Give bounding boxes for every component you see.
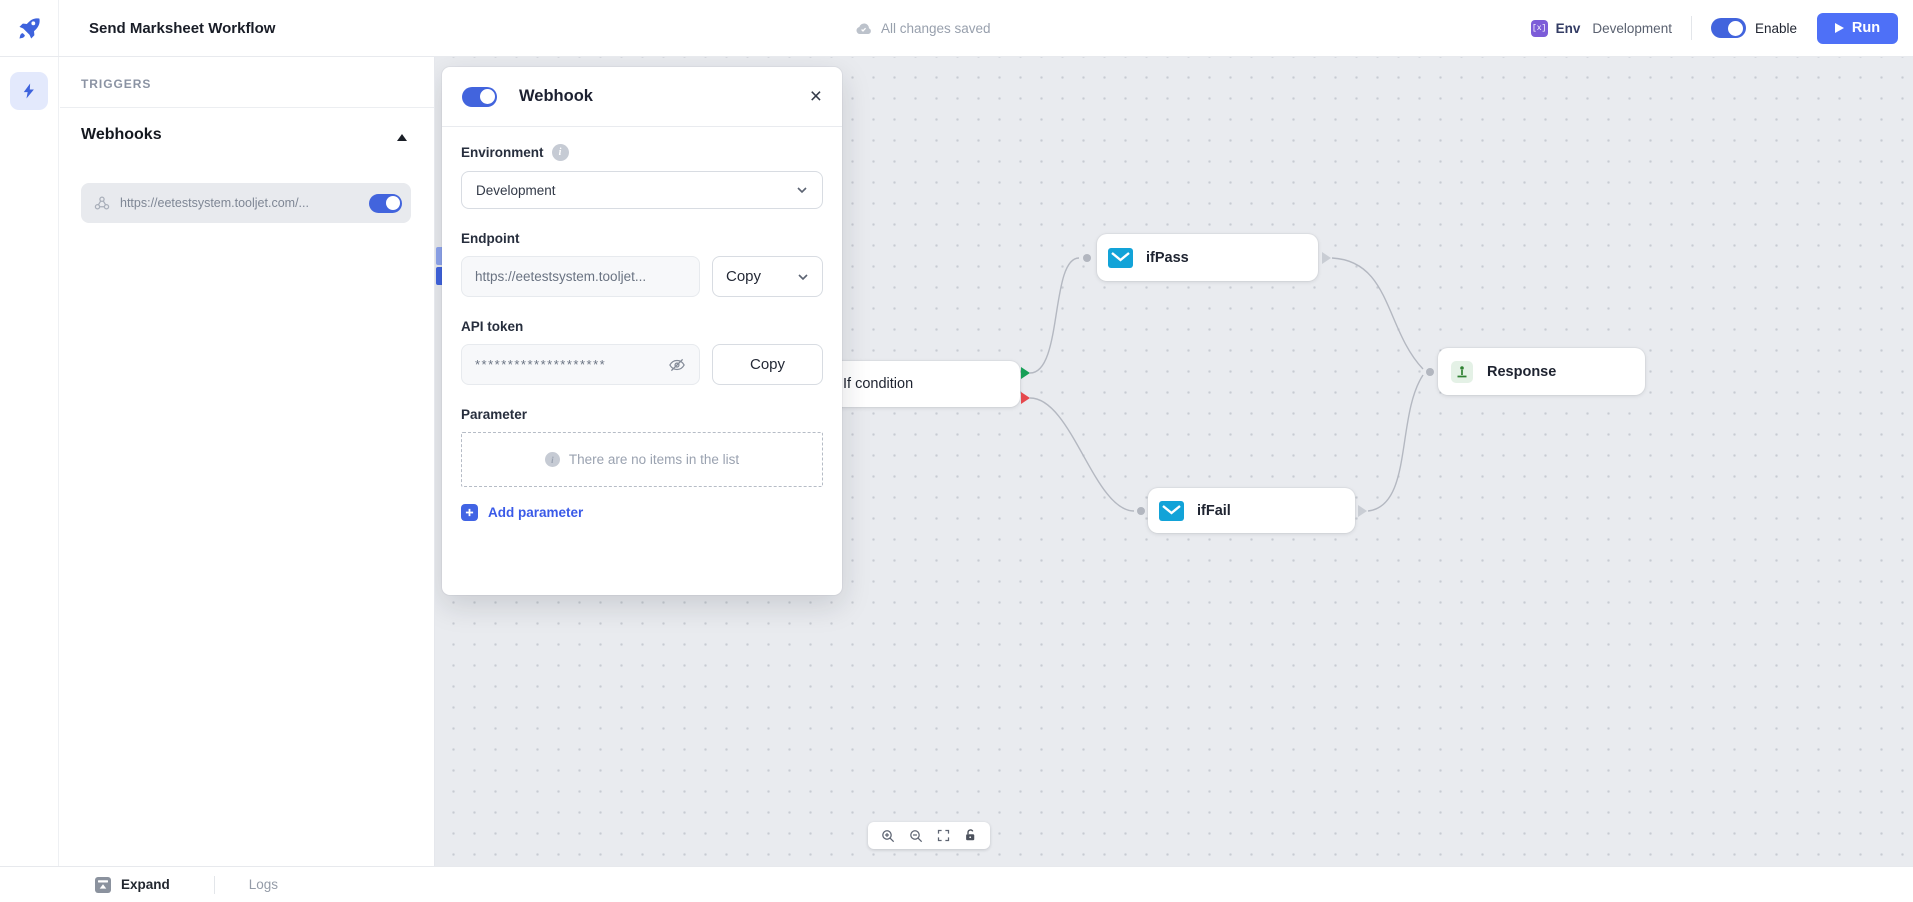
enable-label: Enable <box>1754 20 1797 36</box>
chevron-down-icon <box>797 187 807 194</box>
endpoint-copy-dropdown[interactable]: Copy <box>712 256 823 297</box>
endpoint-label: Endpoint <box>461 231 520 246</box>
output-handle-false-icon[interactable] <box>1021 392 1030 404</box>
rocket-icon <box>18 17 40 39</box>
parameter-label: Parameter <box>461 407 528 422</box>
add-parameter-button[interactable]: Add parameter <box>461 504 583 521</box>
hidden-webhook-node-sliver <box>436 247 444 265</box>
endpoint-value-field[interactable]: https://eetestsystem.tooljet... <box>461 256 700 297</box>
mail-icon <box>1159 500 1184 521</box>
logs-tab[interactable]: Logs <box>248 877 279 892</box>
endpoint-label-row: Endpoint <box>461 231 823 246</box>
api-token-masked-value: ******************** <box>475 357 607 372</box>
webhook-enable-toggle[interactable] <box>462 86 497 107</box>
api-token-label-row: API token <box>461 319 823 334</box>
add-parameter-label: Add parameter <box>488 505 584 520</box>
webhook-config-panel: Webhook × Environment i Development Endp… <box>442 67 842 595</box>
zoom-out-icon[interactable] <box>908 828 924 844</box>
top-bar: Send Marksheet Workflow All changes save… <box>0 0 1913 57</box>
save-status-text: All changes saved <box>881 20 991 36</box>
close-icon[interactable]: × <box>809 85 822 108</box>
page-title: Send Marksheet Workflow <box>89 19 276 37</box>
info-icon: i <box>544 452 560 467</box>
triggers-sidebar: TRIGGERS Webhooks https://eetestsystem.t… <box>60 57 435 866</box>
input-handle[interactable] <box>1137 507 1145 515</box>
lightning-icon <box>23 83 34 99</box>
node-response[interactable]: Response <box>1438 348 1645 395</box>
empty-list-text: There are no items in the list <box>568 452 740 467</box>
webhook-list-item[interactable]: https://eetestsystem.tooljet.com/... <box>81 183 411 223</box>
api-token-label: API token <box>461 319 524 334</box>
copy-label: Copy <box>749 356 786 373</box>
input-handle[interactable] <box>1083 254 1091 262</box>
zoom-in-icon[interactable] <box>880 828 896 844</box>
info-icon: i <box>551 144 569 161</box>
panel-title: Webhook <box>519 87 593 105</box>
output-handle-true-icon[interactable] <box>1021 367 1030 379</box>
output-handle[interactable] <box>1322 252 1331 264</box>
expand-button[interactable]: Expand <box>95 876 170 893</box>
node-label: ifPass <box>1146 249 1189 266</box>
chevron-down-icon <box>798 273 808 280</box>
play-icon <box>1834 23 1844 33</box>
output-handle[interactable] <box>1358 505 1367 517</box>
environment-selected-value: Development <box>476 182 556 198</box>
api-token-copy-button[interactable]: Copy <box>712 344 823 385</box>
input-handle[interactable] <box>1426 368 1434 376</box>
run-button[interactable]: Run <box>1817 12 1898 44</box>
env-icon: [x] <box>1530 19 1548 37</box>
expand-icon <box>95 876 111 893</box>
divider <box>60 107 434 108</box>
env-value[interactable]: Development <box>1592 20 1672 36</box>
parameter-empty-list: i There are no items in the list <box>461 432 823 487</box>
collapse-icon[interactable] <box>397 134 407 141</box>
webhook-icon <box>94 196 110 210</box>
environment-label: Environment <box>461 145 544 160</box>
divider <box>1690 16 1692 40</box>
node-ifpass[interactable]: ifPass <box>1097 234 1318 281</box>
node-label: If condition <box>843 376 914 392</box>
environment-label-row: Environment i <box>461 144 823 161</box>
canvas-controls <box>868 822 990 849</box>
app-logo[interactable] <box>0 0 59 56</box>
divider <box>213 875 215 894</box>
env-label: Env <box>1555 20 1581 36</box>
enable-toggle[interactable] <box>1710 18 1746 38</box>
cloud-saved-icon <box>856 23 871 35</box>
webhook-panel-header: Webhook × <box>442 67 842 127</box>
environment-select[interactable]: Development <box>461 171 823 209</box>
response-icon <box>1451 360 1473 383</box>
node-label: Response <box>1487 363 1557 380</box>
lock-icon[interactable] <box>963 828 978 843</box>
run-label: Run <box>1851 20 1881 36</box>
eye-off-icon[interactable] <box>668 356 686 374</box>
sidebar-section-title: TRIGGERS <box>81 77 152 91</box>
webhooks-group-title: Webhooks <box>81 126 162 143</box>
triggers-rail-button[interactable] <box>10 72 48 110</box>
plus-icon <box>461 504 478 521</box>
node-label: ifFail <box>1197 502 1231 519</box>
parameter-label-row: Parameter <box>461 407 823 422</box>
left-rail <box>0 57 59 866</box>
save-status: All changes saved <box>855 0 991 56</box>
bottom-bar: Expand Logs <box>0 866 1913 902</box>
copy-label: Copy <box>726 268 762 285</box>
fit-view-icon[interactable] <box>936 828 951 843</box>
api-token-field[interactable]: ******************** <box>461 344 700 385</box>
mail-icon <box>1108 247 1133 268</box>
expand-label: Expand <box>121 877 170 892</box>
webhook-item-toggle[interactable] <box>369 193 402 213</box>
hidden-webhook-node-sliver <box>436 267 444 285</box>
node-iffail[interactable]: ifFail <box>1148 488 1355 533</box>
webhook-url: https://eetestsystem.tooljet.com/... <box>120 196 309 210</box>
